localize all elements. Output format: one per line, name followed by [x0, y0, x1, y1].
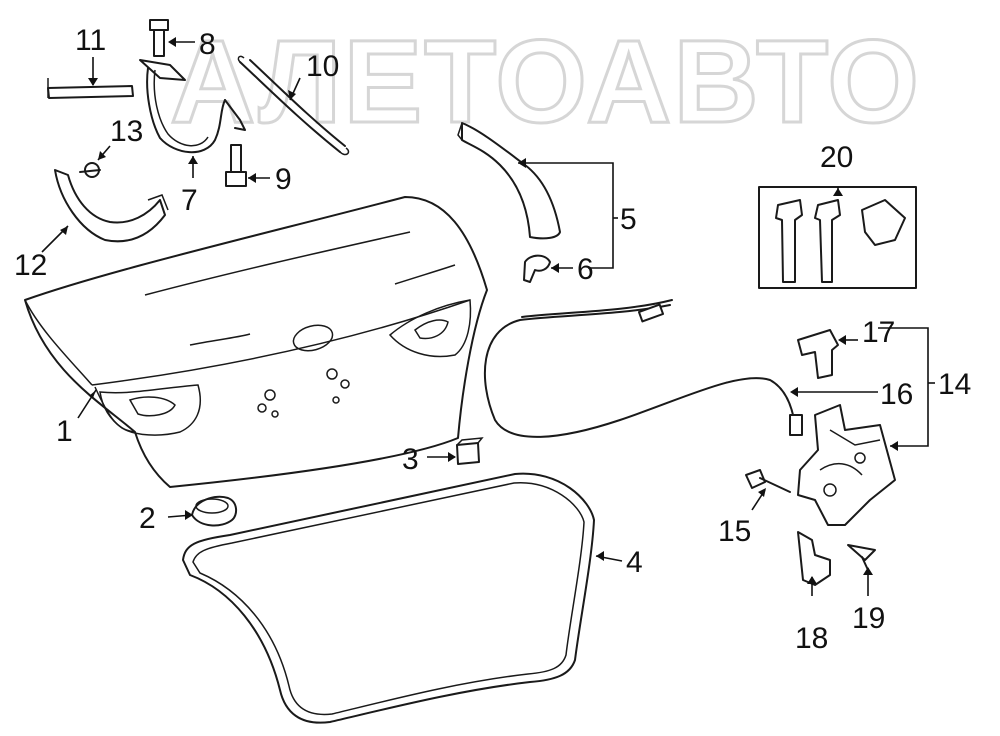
callout-7: 7 [181, 184, 198, 217]
part-lock-14[interactable] [797, 404, 896, 526]
callout-8: 8 [199, 28, 216, 61]
callout-19: 19 [852, 602, 885, 635]
callout-13: 13 [110, 115, 143, 148]
callout-labels: 1 2 3 4 5 6 7 8 9 10 11 12 13 14 15 16 1… [14, 24, 971, 655]
part-clip-6[interactable] [523, 254, 551, 283]
callout-5: 5 [620, 203, 637, 236]
part-spring-10[interactable] [237, 55, 350, 156]
part-bolt-9[interactable] [225, 144, 247, 187]
part-bumper-2[interactable] [191, 495, 238, 527]
leader-lines [41, 41, 935, 596]
watermark-text: АЛЕТОАВТО [170, 16, 921, 148]
callout-1: 1 [56, 415, 73, 448]
part-bolt-8[interactable] [149, 19, 169, 57]
callout-11: 11 [75, 24, 106, 57]
callout-3: 3 [402, 443, 419, 476]
part-rod-11[interactable] [47, 78, 134, 99]
callout-14: 14 [938, 368, 971, 401]
callout-4: 4 [626, 546, 643, 579]
part-hinge-12[interactable] [54, 169, 169, 243]
callout-6: 6 [577, 253, 594, 286]
arrowheads [60, 37, 898, 584]
part-bracket-18[interactable] [797, 531, 831, 586]
callout-15: 15 [718, 515, 751, 548]
part-bracket-7[interactable] [139, 59, 246, 154]
part-trunk-lid[interactable] [24, 196, 488, 488]
part-cushion-3[interactable] [456, 437, 484, 465]
part-cable-16[interactable] [484, 299, 803, 438]
callout-20: 20 [820, 141, 853, 174]
callout-18: 18 [795, 622, 828, 655]
callout-12: 12 [14, 249, 47, 282]
callout-2: 2 [139, 502, 156, 535]
watermark-logo: АЛЕТОАВТО [169, 15, 921, 150]
callout-16: 16 [880, 378, 913, 411]
callout-17: 17 [862, 316, 895, 349]
part-weatherstrip[interactable] [182, 472, 595, 724]
part-key-set-20[interactable] [758, 186, 917, 289]
part-grommet-13[interactable] [79, 162, 101, 178]
callout-10: 10 [306, 50, 339, 83]
part-screw-19[interactable] [847, 544, 876, 571]
part-bolt-15[interactable] [745, 469, 791, 493]
part-handle-17[interactable] [797, 329, 839, 379]
part-trim-5[interactable] [457, 122, 561, 240]
callout-9: 9 [275, 163, 292, 196]
